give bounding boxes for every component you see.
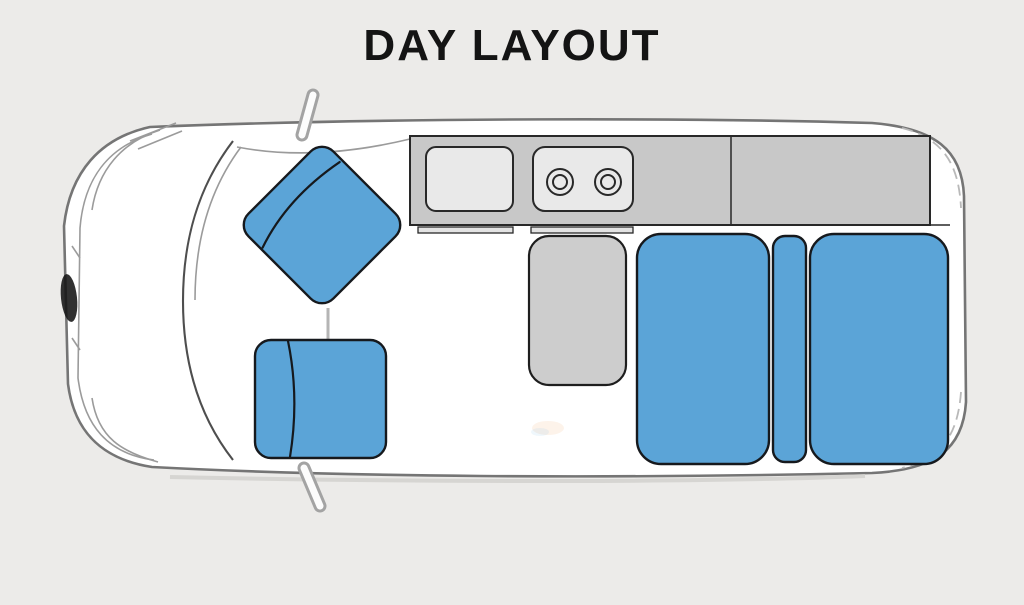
front-panel-tick-bottom [71, 337, 81, 351]
front-bumper-lower-line [91, 397, 159, 463]
front-bench-backrest-seam [286, 339, 296, 459]
kitchen-unit [409, 135, 950, 234]
hob-burner-right-outer [594, 168, 622, 196]
rear-bench-left-cushion [635, 232, 771, 466]
drawer-strip-right [530, 226, 634, 234]
sink [425, 146, 514, 212]
watermark-smudge [531, 421, 564, 436]
rear-bench [635, 232, 950, 466]
a-pillar-line-bottom [137, 130, 183, 150]
front-bumper-inner-line [77, 133, 155, 461]
van-bottom-shadow [169, 474, 866, 484]
rear-bench-right-cushion [808, 232, 950, 466]
windshield [181, 140, 234, 461]
front-panel-tick-top [71, 245, 81, 259]
front-bench-cushion [253, 338, 388, 460]
hob-burner-left-outer [546, 168, 574, 196]
rear-bench-middle-cushion [771, 234, 808, 464]
diagram-title: DAY LAYOUT [363, 21, 661, 70]
table [527, 234, 628, 387]
windshield-echo-line [194, 146, 242, 301]
front-bench-seat [253, 338, 388, 460]
a-pillar-line-top [129, 122, 177, 142]
front-grille-emblem [60, 274, 78, 322]
wing-mirror-bottom [297, 461, 327, 513]
rear-corner-dashes-top [901, 127, 962, 209]
wing-mirror-top-glass [298, 91, 317, 139]
wing-mirror-top [295, 88, 320, 142]
drawer-strip-left [417, 226, 514, 234]
swivel-seat [242, 145, 402, 305]
wing-mirror-bottom-glass [300, 464, 324, 510]
hob-burner-right-inner [600, 174, 616, 190]
swivel-seat-cushion [242, 145, 402, 305]
swivel-seat-backrest-seam [261, 160, 341, 249]
hob-burner-left-inner [552, 174, 568, 190]
